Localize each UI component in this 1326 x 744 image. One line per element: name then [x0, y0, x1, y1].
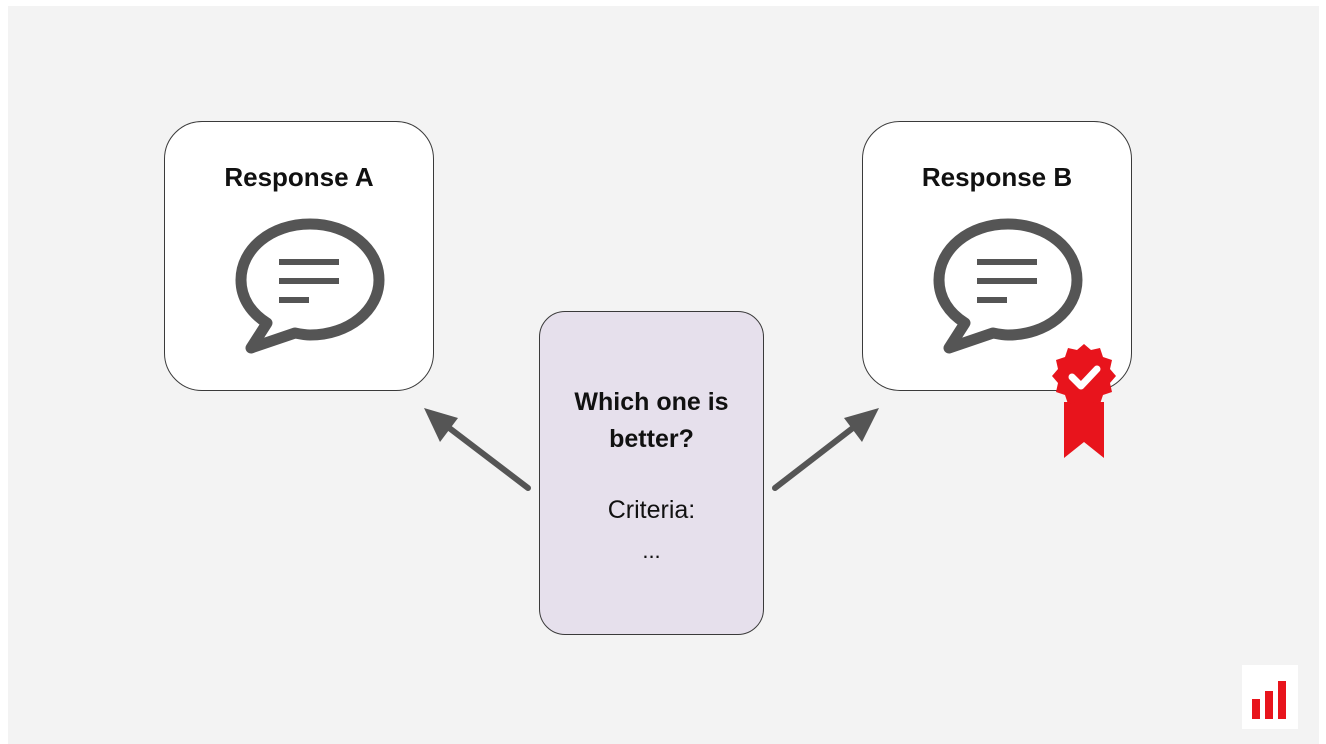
response-b-card: Response B — [862, 121, 1132, 391]
award-checkmark-icon — [1052, 344, 1116, 458]
question-line-1: Which one is — [574, 388, 729, 416]
speech-bubble-icon — [933, 218, 1083, 354]
question-line-2: better? — [609, 425, 694, 453]
bar-chart-logo-icon — [1242, 665, 1298, 729]
criteria-value: ... — [642, 538, 661, 563]
response-a-title: Response A — [224, 162, 374, 192]
arrow-to-response-b — [772, 408, 879, 491]
arrow-to-response-a — [424, 408, 531, 491]
response-b-title: Response B — [921, 162, 1073, 192]
speech-bubble-icon — [235, 218, 385, 354]
question-card: Which one is better? Criteria: ... — [539, 311, 764, 635]
question-text: Which one is better? — [540, 384, 763, 458]
criteria-label: Criteria: — [607, 496, 696, 524]
response-a-card: Response A — [164, 121, 434, 391]
